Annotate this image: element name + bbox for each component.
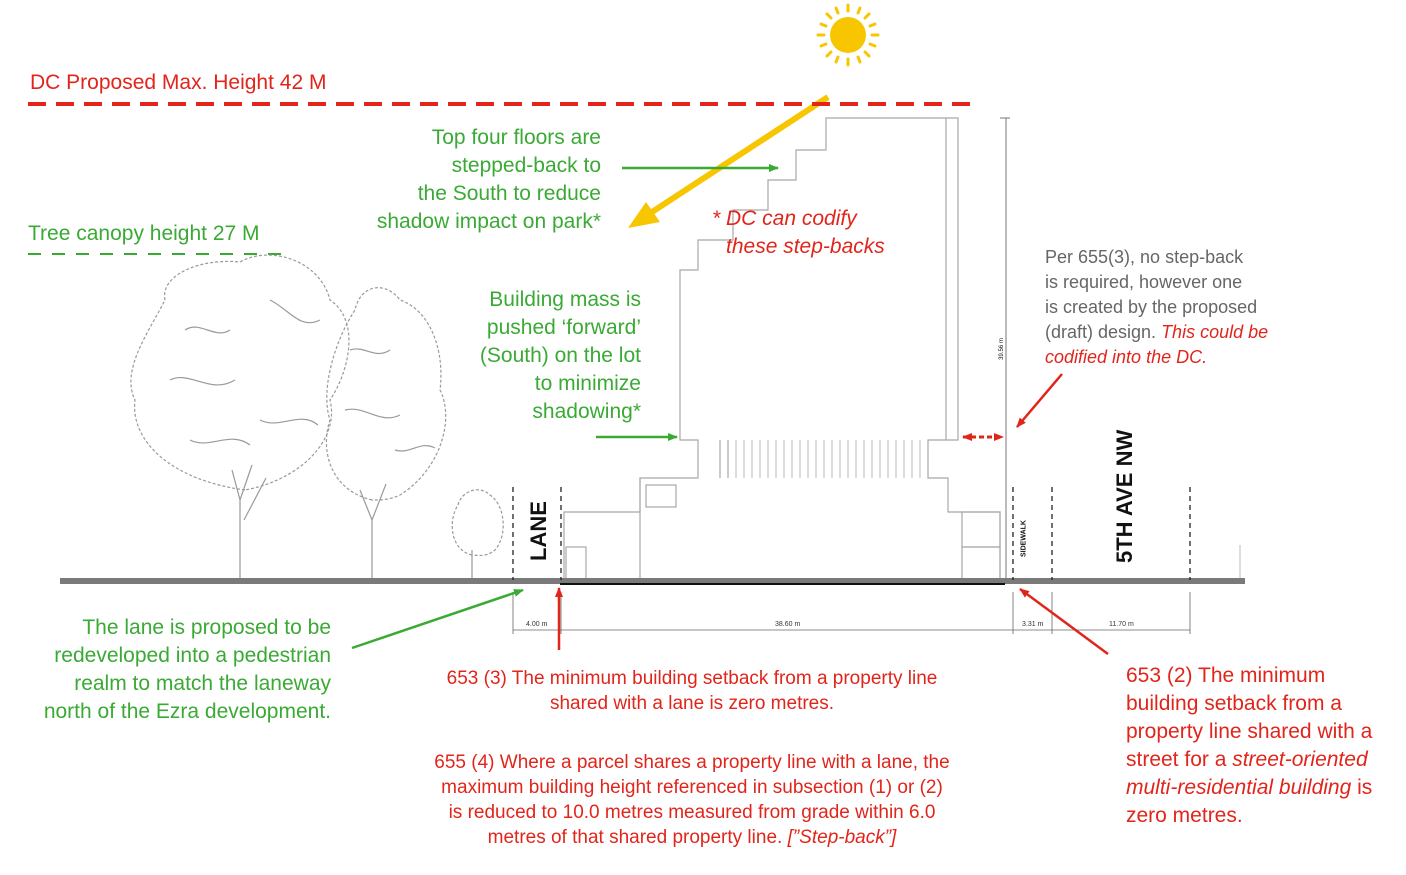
ground-line [60,545,1245,585]
tree-illustration [130,254,504,582]
tree-canopy-label: Tree canopy height 27 M [28,222,260,245]
dimension-line [512,592,1191,634]
lane-label: LANE [526,501,551,561]
lane-note-arrow [351,588,524,650]
building-elevation [563,117,1001,583]
per-655-arrow [1016,373,1063,428]
rule-653-2: 653 (2) The minimum building setback fro… [1126,664,1373,827]
height-dimension [1000,117,1010,582]
max-height-label: DC Proposed Max. Height 42 M [30,71,327,94]
lane-note: The lane is proposed to be redeveloped i… [43,616,331,723]
rule-655-4: 655 (4) Where a parcel shares a property… [434,752,950,848]
lane-width-label: 4.00 m [526,621,548,628]
sun-icon [816,3,880,67]
sidewalk-label: SIDEWALK [1020,520,1028,557]
street-setback-arrow [1019,587,1109,656]
per-655-note: Per 655(3), no step-back is required, ho… [1045,247,1269,367]
street-width-label: 11.70 m [1109,621,1134,628]
boundary-lines [512,487,1191,580]
top-floors-note: Top four floors are stepped-back to the … [376,126,601,233]
rule-653-3: 653 (3) The minimum building setback fro… [446,668,938,714]
building-mass-note: Building mass is pushed ‘forward’ (South… [479,288,641,423]
lot-width-label: 38.60 m [775,621,801,628]
sidewalk-width-label: 3.31 m [1022,621,1044,628]
sun-ray-arrow [628,94,830,228]
avenue-label: 5TH AVE NW [1112,429,1137,563]
codify-note: * DC can codify these step-backs [712,207,885,258]
height-dimension-label: 39.56 m [999,338,1005,360]
